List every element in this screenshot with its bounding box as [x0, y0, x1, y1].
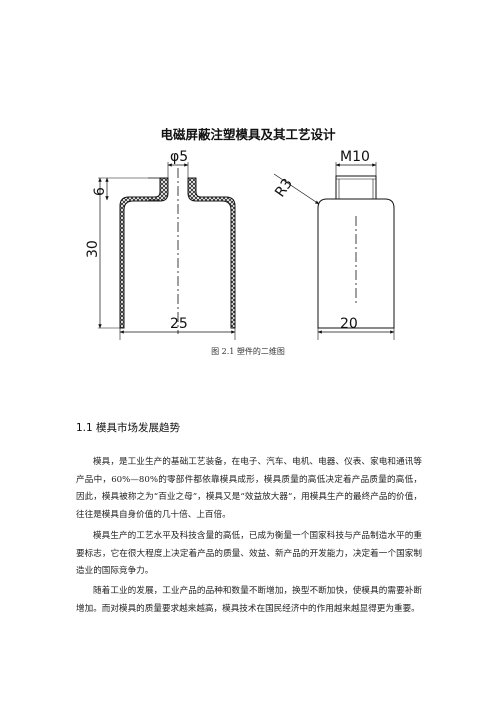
section-view: φ5 6 30 25 — [85, 149, 236, 340]
dimension-r3: R3 — [272, 176, 296, 200]
document-title: 电磁屏蔽注塑模具及其工艺设计 — [160, 127, 336, 142]
paragraph-2: 模具生产的工艺水平及科技含量的高低，已成为衡量一个国家科技与产品制造水平的重要标… — [76, 531, 422, 576]
dimension-20: 20 — [340, 316, 358, 332]
dimension-m10: M10 — [340, 149, 370, 165]
dimension-6: 6 — [92, 187, 108, 196]
paragraph-1: 模具，是工业生产的基础工艺装备，在电子、汽车、电机、电器、仪表、家电和通讯等产品… — [76, 457, 422, 520]
figure-caption: 图 2.1 塑件的二维图 — [211, 347, 285, 356]
dimension-30: 30 — [85, 240, 101, 258]
part-2d-drawing: φ5 6 30 25 M10 R3 20 — [60, 146, 440, 346]
dimension-phi5: φ5 — [170, 149, 188, 165]
section-heading: 1.1 模具市场发展趋势 — [76, 422, 181, 434]
dimension-25: 25 — [170, 316, 188, 332]
exterior-view: M10 R3 20 — [272, 149, 395, 340]
paragraph-3: 随着工业的发展，工业产品的品种和数量不断增加，换型不断加快，使模具的需要补断增加… — [76, 586, 422, 614]
